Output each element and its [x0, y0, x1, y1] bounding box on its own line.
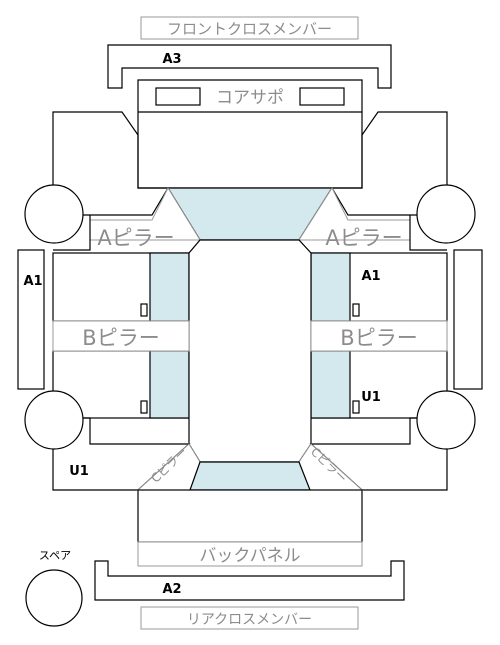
front-cross-member-label: フロントクロスメンバー: [167, 20, 332, 38]
right-front-door-handle: [352, 303, 360, 317]
left-side-sill[interactable]: [17, 249, 45, 390]
rear-cross-member-label-box: [140, 606, 359, 630]
right-front-door-top: [409, 215, 447, 251]
core-support-label: コアサポ: [216, 88, 284, 108]
spare-tire[interactable]: [25, 569, 83, 627]
b-pillar-left-strip: [52, 320, 190, 352]
left-rear-window[interactable]: [149, 350, 190, 419]
core-support-right-slot: [299, 87, 345, 106]
back-panel-box[interactable]: [137, 541, 363, 567]
trunk-lid[interactable]: [137, 489, 363, 543]
right-rear-window[interactable]: [310, 350, 351, 419]
left-front-door-handle: [140, 303, 148, 317]
right-front-wheel[interactable]: [416, 184, 476, 244]
right-rear-wheel[interactable]: [416, 390, 476, 450]
mark-a2: A2: [162, 582, 181, 597]
right-side-sill[interactable]: [453, 249, 483, 390]
rear-cross-member[interactable]: [94, 560, 405, 601]
left-front-door-top: [53, 215, 91, 251]
a-pillar-left-label: Aピラー: [97, 226, 174, 250]
left-rear-wheel[interactable]: [24, 390, 84, 450]
mark-u1-right: U1: [361, 390, 381, 405]
spare-label: スペア: [39, 549, 71, 562]
right-front-window[interactable]: [310, 252, 351, 322]
mark-a1-left: A1: [23, 274, 42, 289]
front-cross-member[interactable]: [107, 44, 392, 89]
front-cross-member-label-box: [140, 16, 359, 40]
back-panel-label: バックパネル: [199, 546, 300, 566]
rear-cross-member-label: リアクロスメンバー: [187, 612, 312, 628]
mark-u1-left: U1: [69, 464, 89, 479]
mark-a1-right: A1: [361, 269, 380, 284]
left-front-wheel[interactable]: [24, 184, 84, 244]
b-pillar-right-label: Bピラー: [340, 326, 417, 350]
rear-window[interactable]: [189, 461, 311, 491]
left-rear-door-handle: [140, 400, 148, 414]
hood-outline: [137, 112, 363, 189]
mark-a3: A3: [162, 52, 181, 67]
left-front-window[interactable]: [149, 252, 190, 322]
b-pillar-right-strip: [310, 320, 448, 352]
core-support-left-slot: [155, 87, 201, 106]
right-rear-door-handle: [352, 400, 360, 414]
a-pillar-right-label: Aピラー: [325, 226, 402, 250]
roof[interactable]: [188, 239, 312, 463]
b-pillar-left-label: Bピラー: [82, 326, 159, 350]
core-support-outline: [137, 79, 363, 112]
